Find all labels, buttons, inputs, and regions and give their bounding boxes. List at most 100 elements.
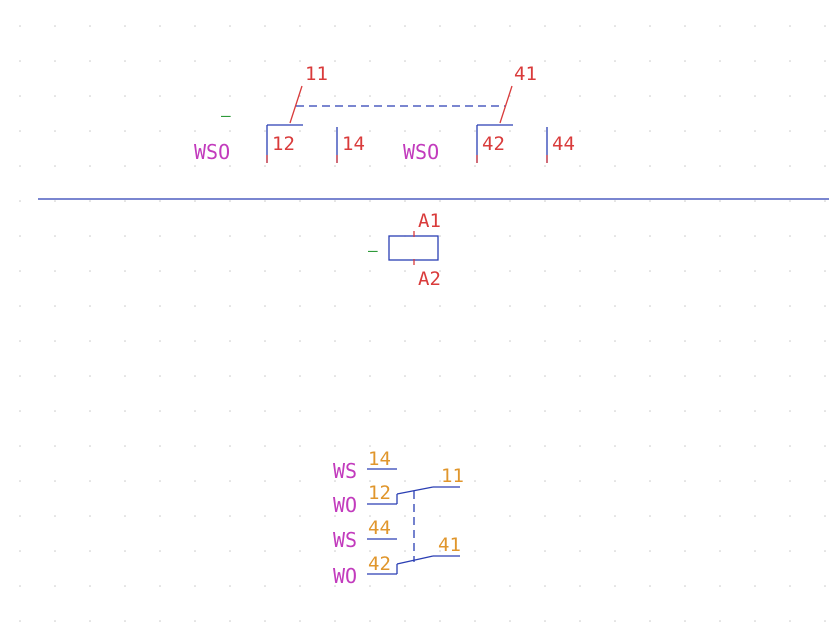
grid-dot (299, 620, 301, 622)
grid-dot (89, 235, 91, 237)
grid-dot (124, 585, 126, 587)
grid-dot (299, 445, 301, 447)
grid-dot (719, 130, 721, 132)
grid-dot (579, 340, 581, 342)
grid-dot (229, 25, 231, 27)
grid-dot (719, 410, 721, 412)
grid-dot (719, 445, 721, 447)
grid-dot (789, 235, 791, 237)
grid-dot (54, 25, 56, 27)
grid-dot (194, 25, 196, 27)
grid-dot (614, 445, 616, 447)
grid-dot (614, 200, 616, 202)
grid-dot (404, 270, 406, 272)
grid-dot (474, 305, 476, 307)
grid-dot (404, 550, 406, 552)
grid-dot (54, 340, 56, 342)
grid-dot (579, 515, 581, 517)
grid-dot (264, 340, 266, 342)
grid-dot (614, 25, 616, 27)
grid-dot (719, 270, 721, 272)
grid-dot (194, 130, 196, 132)
grid-dot (649, 25, 651, 27)
contact-2[interactable]: 41 42 44 WSO (403, 63, 575, 164)
grid-dot (299, 60, 301, 62)
grid-dot (54, 270, 56, 272)
grid-dot (439, 235, 441, 237)
grid-dot (824, 515, 826, 517)
grid-dot (159, 60, 161, 62)
table-row-1-pin: 14 (368, 448, 391, 470)
grid-dot (264, 25, 266, 27)
grid-dot (159, 445, 161, 447)
grid-dot (614, 165, 616, 167)
table-row-2-label: WO (333, 493, 357, 517)
grid-dot (229, 60, 231, 62)
grid-dot (19, 60, 21, 62)
grid-dot (789, 620, 791, 622)
grid-dot (159, 25, 161, 27)
grid-dot (649, 235, 651, 237)
grid-dot (509, 305, 511, 307)
grid-dot (159, 550, 161, 552)
contact-table[interactable]: WS 14 WO 12 11 WS 44 WO 42 41 (333, 448, 464, 588)
table-row-2-pin: 12 (368, 482, 391, 504)
grid-dot (404, 25, 406, 27)
grid-dot (544, 305, 546, 307)
grid-dot (544, 130, 546, 132)
grid-dot (649, 550, 651, 552)
grid-dot (439, 515, 441, 517)
grid-dot (19, 270, 21, 272)
grid-dot (404, 130, 406, 132)
grid-dot (649, 410, 651, 412)
grid-dot (579, 165, 581, 167)
grid-dot (439, 200, 441, 202)
grid-dot (229, 340, 231, 342)
relay-coil[interactable]: – A1 A2 (368, 210, 441, 290)
grid-dot (369, 480, 371, 482)
grid-dot (614, 235, 616, 237)
grid-dot (439, 340, 441, 342)
grid-dot (229, 480, 231, 482)
grid-dot (89, 340, 91, 342)
grid-dot (789, 270, 791, 272)
contact-block[interactable]: – 11 12 14 WSO 41 42 44 WSO (194, 63, 575, 164)
grid-dot (649, 305, 651, 307)
grid-dot (159, 200, 161, 202)
grid-dot (439, 375, 441, 377)
grid-dot (299, 340, 301, 342)
grid-dot (579, 550, 581, 552)
grid-dot (229, 515, 231, 517)
grid-dot (719, 550, 721, 552)
grid-dot (299, 200, 301, 202)
grid-dot (439, 305, 441, 307)
grid-dot (19, 550, 21, 552)
grid-dot (649, 620, 651, 622)
grid-dot (789, 60, 791, 62)
grid-dot (509, 165, 511, 167)
grid-dot (19, 445, 21, 447)
grid-dot (719, 305, 721, 307)
grid-dot (439, 620, 441, 622)
grid-dot (194, 95, 196, 97)
grid-dot (824, 620, 826, 622)
contact-1-pin-14: 14 (342, 133, 365, 155)
grid-dot (474, 550, 476, 552)
table-row-3-pin: 44 (368, 517, 391, 539)
grid-dot (54, 620, 56, 622)
contact-1[interactable]: 11 12 14 WSO (194, 63, 365, 164)
grid-dot (299, 95, 301, 97)
grid-dot (264, 585, 266, 587)
grid-dot (544, 585, 546, 587)
grid-dot (614, 270, 616, 272)
grid-dot (334, 410, 336, 412)
grid-dot (789, 200, 791, 202)
grid-dot (754, 60, 756, 62)
grid-dot (89, 270, 91, 272)
grid-dot (824, 25, 826, 27)
grid-dot (789, 95, 791, 97)
grid-dot (509, 410, 511, 412)
table-common-pin-41: 41 (438, 534, 461, 556)
grid-dot (579, 235, 581, 237)
grid-dot (369, 305, 371, 307)
